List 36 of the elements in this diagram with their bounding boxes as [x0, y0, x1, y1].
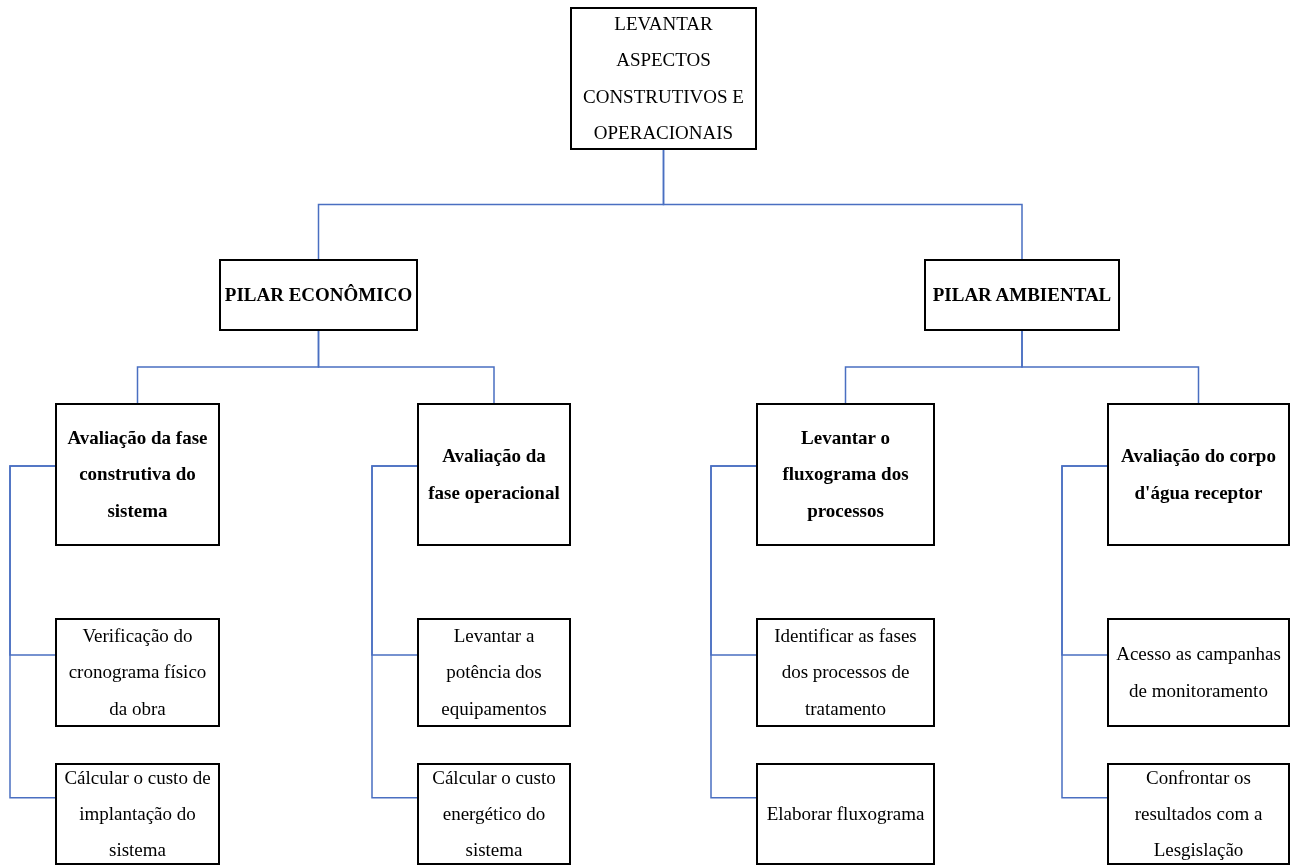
box-label: Acesso as campanhas de monitoramento [1115, 642, 1282, 703]
process-box [1107, 618, 1290, 727]
box-label: Avaliação da fase operacional [427, 444, 561, 505]
connector-line [9, 465, 56, 799]
process-box [55, 618, 220, 727]
process-box [55, 403, 220, 546]
box-label: Levantar a potência dos equipamentos [440, 624, 548, 721]
box-label: Cálcular o custo energético do sistema [431, 765, 557, 863]
connector-line [662, 149, 1023, 260]
process-box [570, 7, 757, 150]
process-box [417, 403, 571, 546]
process-box [417, 618, 571, 727]
process-box [1107, 403, 1290, 546]
box-label: Levantar o fluxograma dos processos [781, 426, 910, 523]
process-box [1107, 763, 1290, 865]
process-box [417, 763, 571, 865]
connector-line [371, 465, 418, 799]
connector-line [1021, 330, 1200, 404]
box-label: Avaliação da fase construtiva do sistema [66, 426, 209, 523]
box-label: Elaborar fluxograma [766, 801, 925, 826]
process-box [756, 403, 935, 546]
box-label: Cálcular o custo de implantação do sistema [63, 765, 212, 863]
connector-line [710, 465, 757, 799]
box-label: Verificação do cronograma físico da obra [67, 624, 208, 721]
process-box [756, 763, 935, 865]
process-box [756, 618, 935, 727]
box-label: Confrontar os resultados com a Lesgislação [1133, 765, 1264, 863]
connector-line [1061, 465, 1108, 799]
box-label: PILAR AMBIENTAL [932, 282, 1112, 307]
process-box [924, 259, 1120, 331]
process-box [219, 259, 418, 331]
box-label: LEVANTAR ASPECTOS CONSTRUTIVOS E OPERACIONAIS [582, 12, 745, 145]
connector-line [317, 330, 495, 404]
box-label: Identificar as fases dos processos de tratamento [773, 624, 918, 721]
box-label: PILAR ECONÔMICO [224, 282, 413, 307]
box-label: Avaliação do corpo d'água receptor [1120, 444, 1277, 505]
